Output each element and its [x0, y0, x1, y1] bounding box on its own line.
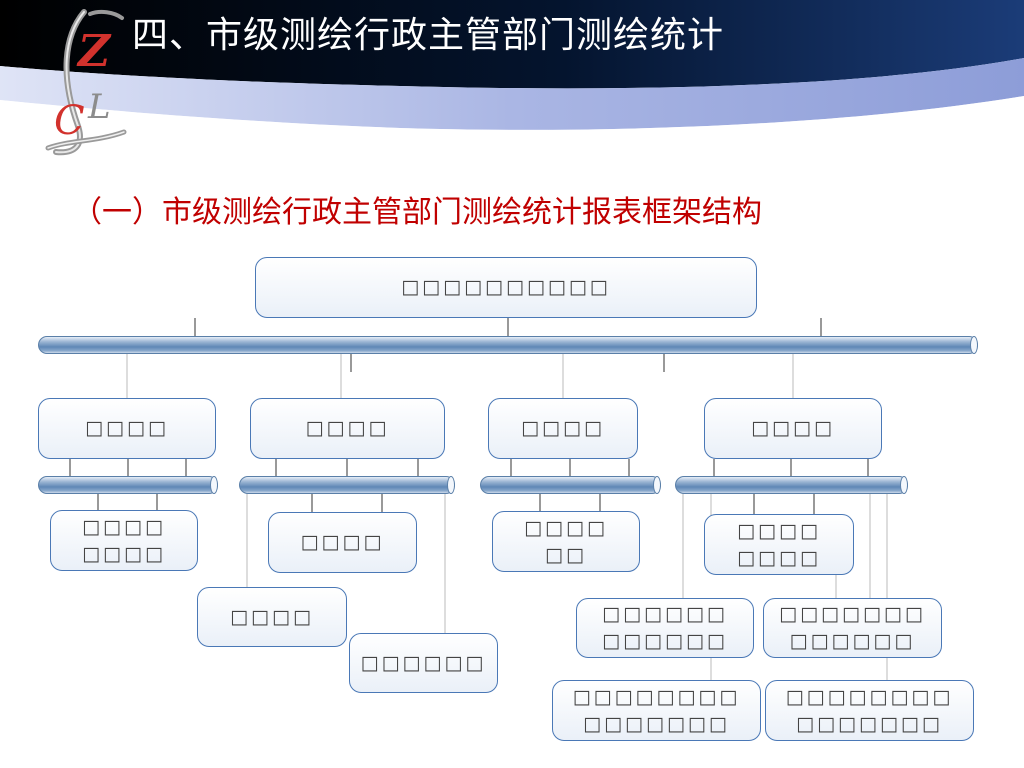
- category-node-2: □□□□: [250, 398, 445, 459]
- root-node: □□□□□□□□□□: [255, 257, 757, 318]
- leaf-node-5: □□□□ □□: [492, 511, 640, 572]
- leaf-node-10: □□□□□□□□ □□□□□□□: [765, 680, 974, 741]
- category-node-3: □□□□: [488, 398, 638, 459]
- slide-title: 四、市级测绘行政主管部门测绘统计: [132, 15, 725, 56]
- leaf-node-3: □□□□: [197, 587, 347, 647]
- branch-connector-bar-4: [675, 476, 908, 494]
- category-node-4: □□□□: [704, 398, 882, 459]
- leaf-node-8: □□□□□□□ □□□□□□: [763, 598, 942, 658]
- main-connector-bar: [38, 336, 978, 354]
- logo-letter-c: C: [54, 98, 85, 144]
- branch-connector-bar-1: [38, 476, 218, 494]
- logo-letter-l: L: [87, 87, 111, 127]
- header-band: [0, 0, 1024, 138]
- leaf-node-1: □□□□ □□□□: [50, 510, 198, 571]
- leaf-node-6: □□□□ □□□□: [704, 514, 854, 575]
- branch-connector-bar-2: [239, 476, 455, 494]
- category-node-1: □□□□: [38, 398, 216, 459]
- branch-connector-bar-3: [480, 476, 661, 494]
- leaf-node-2: □□□□: [268, 512, 417, 573]
- leaf-node-4: □□□□□□: [349, 633, 498, 693]
- leaf-node-7: □□□□□□ □□□□□□: [576, 598, 754, 658]
- zcl-logo: Z C L: [45, 9, 127, 156]
- section-subtitle: （一）市级测绘行政主管部门测绘统计报表框架结构: [72, 195, 762, 230]
- leaf-node-9: □□□□□□□□ □□□□□□□: [552, 680, 761, 741]
- logo-letter-z: Z: [76, 26, 112, 77]
